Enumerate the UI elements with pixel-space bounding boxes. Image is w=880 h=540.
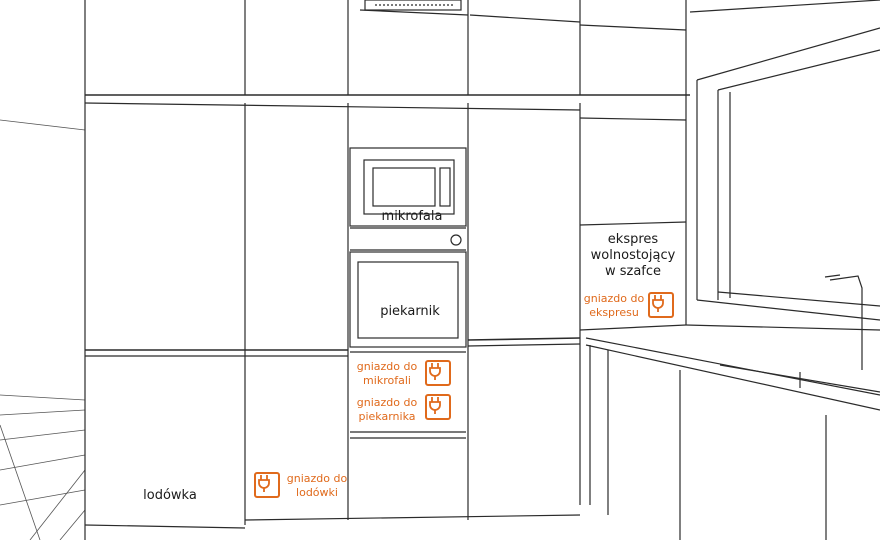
- microwave-socket-label: gniazdo do mikrofali: [352, 360, 422, 388]
- fridge-label: lodówka: [143, 488, 197, 503]
- oven-socket-label: gniazdo do piekarnika: [352, 396, 422, 424]
- espresso-label-line3: w szafce: [604, 264, 662, 279]
- oven-label: piekarnik: [380, 304, 440, 319]
- plug-socket-icon: [429, 397, 441, 414]
- oven-socket-icon: [425, 394, 451, 420]
- espresso-label-line1: ekspres: [607, 232, 659, 247]
- fridge-socket-label-line1: gniazdo do: [286, 472, 348, 485]
- oven-socket-label-line1: gniazdo do: [356, 396, 418, 409]
- microwave-socket-icon: [425, 360, 451, 386]
- espresso-socket-label: gniazdo do ekspresu: [582, 292, 646, 320]
- window-lines: [685, 0, 880, 331]
- plug-socket-icon: [258, 475, 270, 492]
- worktop-lines: [585, 337, 880, 540]
- oven-socket-label-line2: piekarnika: [358, 410, 416, 423]
- fridge-socket-label-line2: lodówki: [296, 486, 338, 499]
- espresso-socket-label-line1: gniazdo do: [583, 292, 645, 305]
- plug-socket-icon: [652, 295, 664, 312]
- microwave-label: mikrofala: [381, 209, 443, 224]
- faucet-line: [829, 275, 863, 370]
- left-wall-lines: [0, 119, 86, 540]
- plug-socket-icon: [429, 363, 441, 380]
- espresso-socket-label-line2: ekspresu: [589, 306, 639, 319]
- microwave-socket-label-line2: mikrofali: [363, 374, 411, 387]
- espresso-label: ekspres wolnostojący w szafce: [585, 232, 681, 280]
- fridge-socket-icon: [254, 472, 280, 498]
- espresso-socket-icon: [648, 292, 674, 318]
- microwave-socket-label-line1: gniazdo do: [356, 360, 418, 373]
- fridge-socket-label: gniazdo do lodówki: [284, 472, 350, 500]
- espresso-label-line2: wolnostojący: [590, 248, 676, 263]
